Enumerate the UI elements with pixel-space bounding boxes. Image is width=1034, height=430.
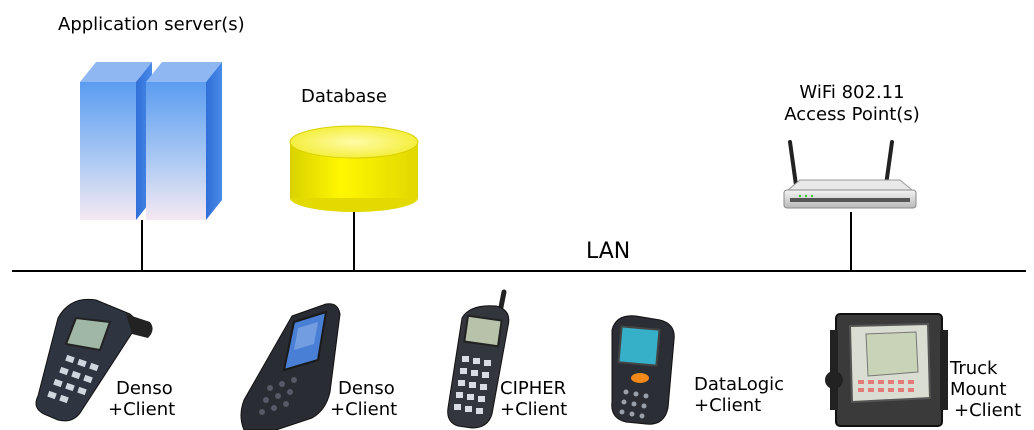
- device-name-line2: +Client: [694, 395, 762, 416]
- device-name-line1: Denso: [338, 378, 395, 399]
- device-name-line2: Mount: [950, 379, 1007, 400]
- device-name-line1: DataLogic: [694, 374, 785, 395]
- lan-label: LAN: [586, 239, 631, 264]
- truck-mount-terminal-icon: [825, 313, 948, 427]
- device-label: Denso +Client: [108, 378, 175, 420]
- access-point-icon: [783, 140, 917, 209]
- device-name-line1: Denso: [116, 378, 173, 399]
- device-label: Denso +Client: [330, 378, 397, 420]
- device-name-line1: Truck: [950, 358, 998, 379]
- access-point-label-line2: Access Point(s): [784, 104, 920, 125]
- app-servers-label: Application server(s): [58, 14, 245, 35]
- device-name-line1: CIPHER: [500, 378, 567, 399]
- cipher-terminal-icon: [447, 289, 510, 429]
- device-label: Truck Mount +Client: [950, 358, 1021, 421]
- access-point-label: WiFi 802.11 Access Point(s): [758, 82, 946, 126]
- device-label: DataLogic +Client: [694, 374, 784, 416]
- device-name-line2: +Client: [108, 399, 176, 420]
- datalogic-terminal-icon: [611, 315, 675, 425]
- access-point-label-line1: WiFi 802.11: [799, 82, 905, 103]
- device-name-line2: +Client: [500, 399, 568, 420]
- device-name-line2: +Client: [330, 399, 398, 420]
- connector-lines: [141, 207, 852, 271]
- database-icon: [289, 125, 419, 212]
- denso-handheld-icon: [35, 298, 153, 422]
- server-icon: [80, 62, 222, 220]
- device-label: CIPHER +Client: [500, 378, 567, 420]
- denso-pda-icon: [240, 303, 341, 430]
- database-label: Database: [301, 86, 387, 107]
- device-name-line3: +Client: [954, 400, 1022, 421]
